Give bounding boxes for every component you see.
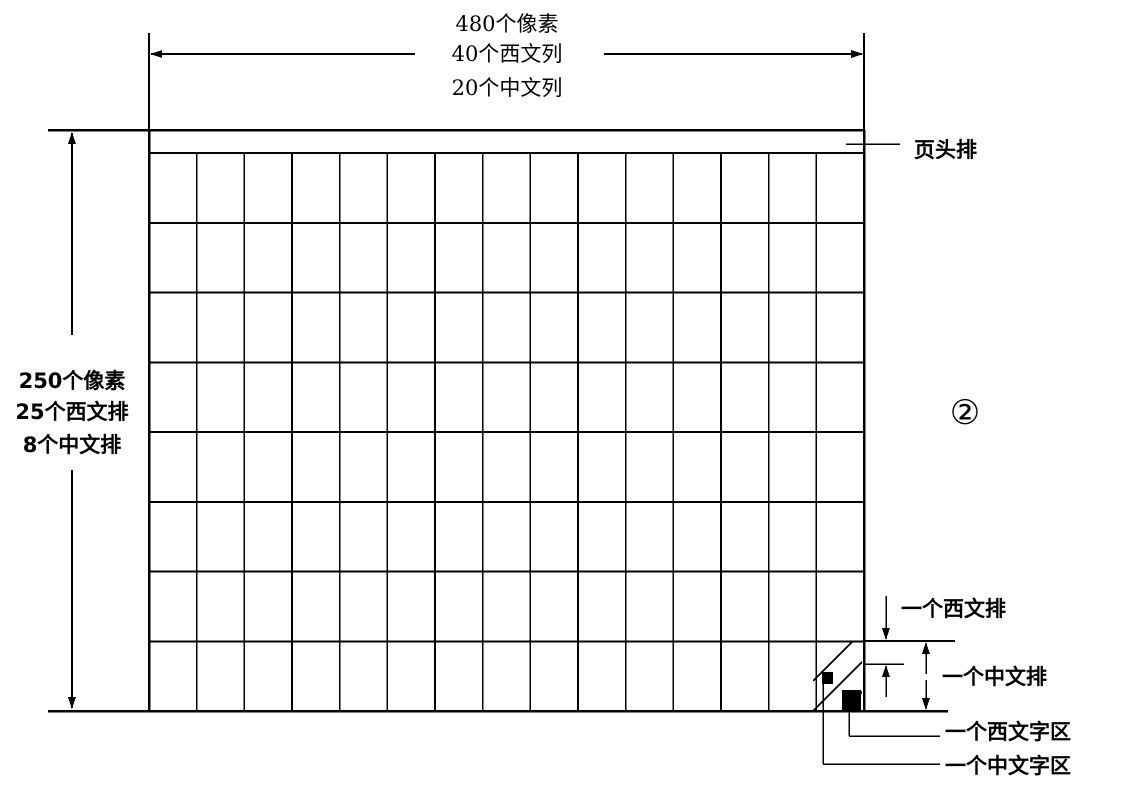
western-cell-marker	[842, 690, 861, 711]
one-western-row-label: 一个西文排	[901, 597, 1006, 621]
height-chinese-rows-label: 8个中文排	[23, 433, 122, 457]
character-grid	[147, 130, 866, 713]
figure-marker: ②	[950, 393, 980, 433]
one-western-cell-label: 一个西文字区	[945, 720, 1071, 744]
one-chinese-row-label: 一个中文排	[942, 665, 1047, 689]
header-row: 页头排	[149, 138, 977, 162]
height-dimension: 250个像素 25个西文排 8个中文排	[15, 128, 864, 713]
bottom-row-callouts: 一个西文排 一个中文排 一个西文字区 一个中文字区	[822, 596, 1071, 778]
height-pixels-label: 250个像素	[19, 369, 126, 393]
header-row-label: 页头排	[914, 138, 977, 162]
width-pixels-label: 480个像素	[455, 12, 558, 36]
chinese-cell-marker	[822, 672, 833, 684]
height-western-rows-label: 25个西文排	[15, 400, 128, 424]
one-chinese-cell-label: 一个中文字区	[945, 754, 1071, 778]
width-dimension: 480个像素 40个西文列 20个中文列	[148, 12, 865, 132]
width-western-cols-label: 40个西文列	[452, 42, 563, 66]
width-chinese-cols-label: 20个中文列	[452, 76, 563, 100]
